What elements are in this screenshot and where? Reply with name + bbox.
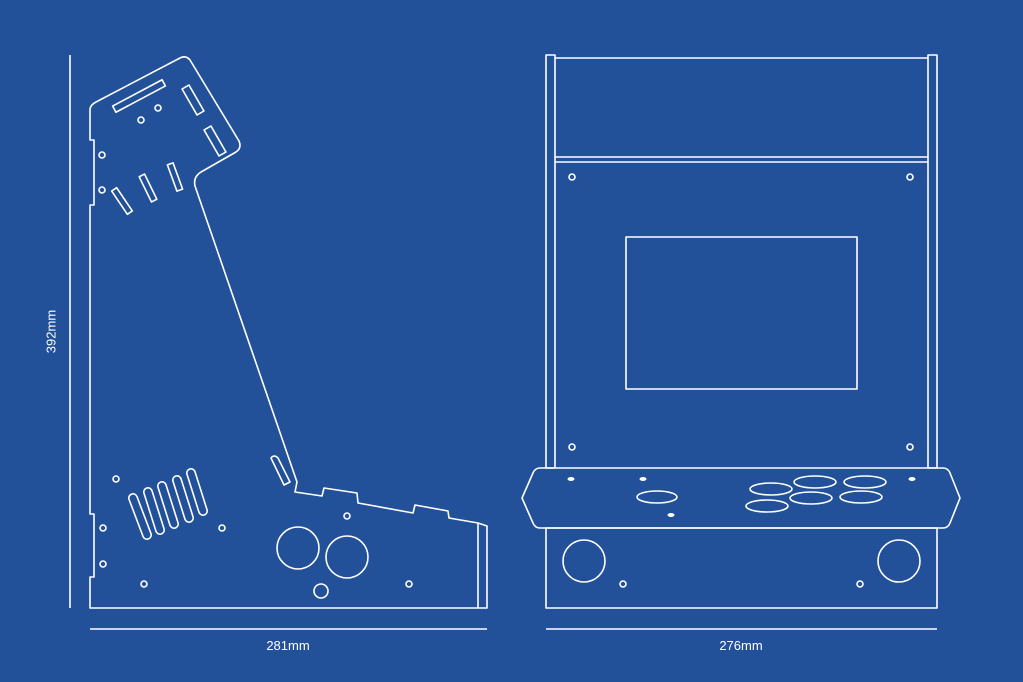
mount-slot (203, 125, 227, 157)
speaker-slot (111, 78, 167, 114)
speaker-hole (276, 526, 320, 570)
cable-hole (313, 583, 329, 599)
screen (625, 236, 858, 390)
button-holes (745, 475, 887, 513)
height-dimension-label: 392mm (43, 309, 59, 354)
speaker-hole (325, 535, 369, 579)
right-post (927, 54, 938, 469)
angled-slot (270, 455, 291, 486)
bezel-holes (568, 173, 914, 451)
front-view (521, 54, 961, 609)
speaker-hole (562, 539, 606, 583)
screw-hole (856, 580, 864, 588)
mount-slot (181, 84, 205, 116)
side-view (89, 56, 488, 609)
speaker-hole (877, 539, 921, 583)
joystick-hole (636, 490, 678, 504)
screw-hole (619, 580, 627, 588)
vent-slots (128, 468, 208, 540)
tab-slot (138, 173, 158, 203)
screw-holes (98, 104, 413, 588)
tab-slot (166, 162, 184, 192)
left-post (545, 54, 556, 469)
panel-screw-marks (567, 477, 916, 517)
front-width-dimension-label: 276mm (719, 638, 763, 653)
side-panel-outline (89, 56, 488, 609)
lower-front-panel (545, 527, 938, 609)
side-width-dimension-label: 281mm (266, 638, 310, 653)
tab-slot (110, 186, 134, 216)
control-panel (521, 467, 961, 529)
